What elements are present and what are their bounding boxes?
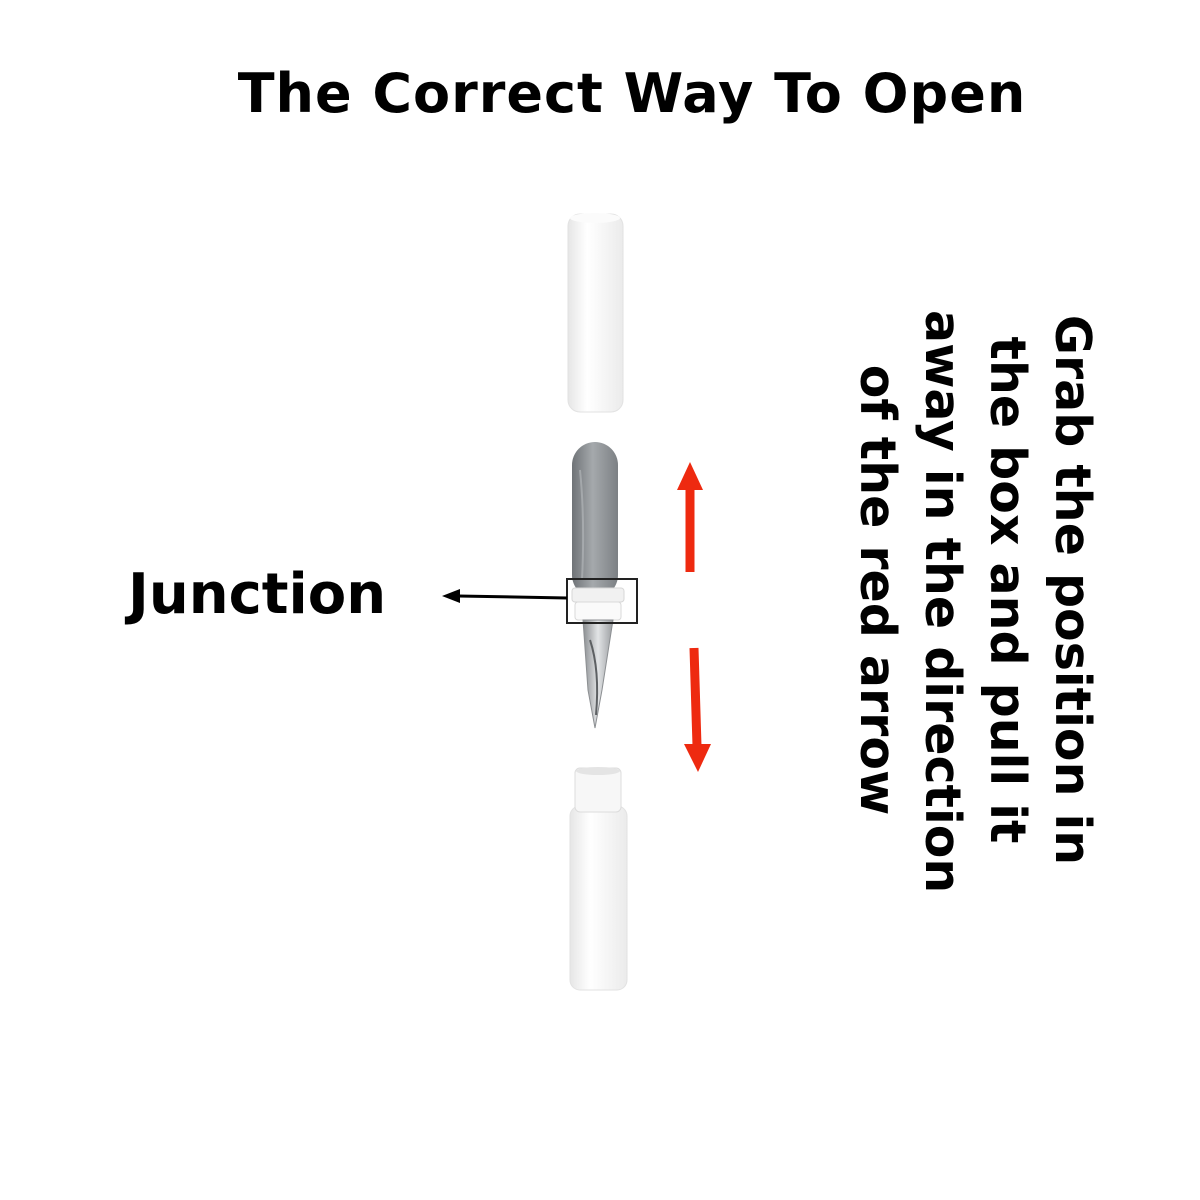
junction-box bbox=[566, 578, 638, 624]
junction-ring bbox=[571, 587, 625, 621]
instruction-line: Grab the position in bbox=[1044, 314, 1101, 866]
metal-tip bbox=[582, 619, 614, 729]
arrow-up-icon bbox=[677, 462, 703, 572]
page-title: The Correct Way To Open bbox=[237, 62, 1027, 125]
junction-label: Junction bbox=[128, 562, 387, 627]
arrow-down-icon bbox=[684, 647, 711, 772]
instruction-line: away in the direction bbox=[914, 310, 971, 894]
top-cap bbox=[567, 213, 624, 413]
bottom-cap bbox=[569, 767, 628, 991]
instruction-line: of the red arrow bbox=[849, 364, 906, 816]
instruction-line: the box and pull it bbox=[979, 336, 1036, 844]
junction-pointer-arrow bbox=[442, 589, 568, 603]
pen-brush bbox=[572, 442, 618, 598]
instruction-text: Grab the position in the box and pull it… bbox=[845, 310, 1105, 894]
